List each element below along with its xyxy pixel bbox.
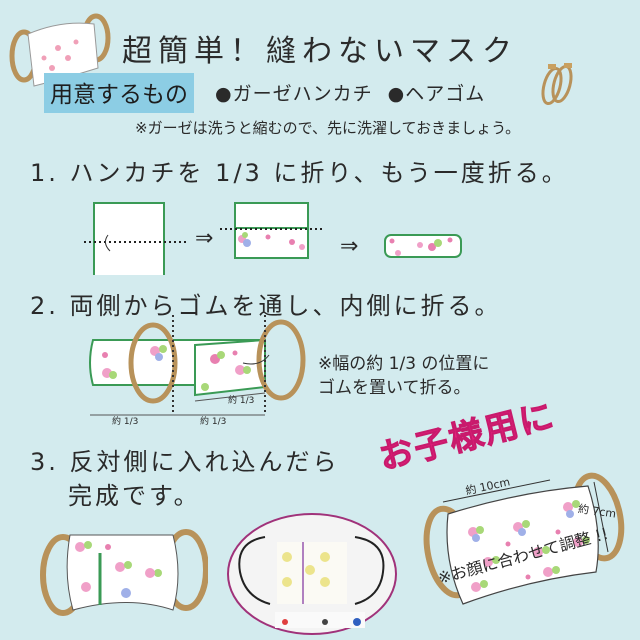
step1-fold-diagram: [84, 202, 462, 275]
arrow-icon: ⇒: [340, 234, 359, 259]
arrow-icon: ⇒: [195, 226, 214, 251]
hair-elastic-icon: [541, 63, 573, 106]
measure-label: 約 1/3: [112, 417, 139, 427]
kids-mask-diagram: [423, 472, 625, 605]
item-gauze-handkerchief: ●ガーゼハンカチ: [215, 83, 373, 105]
step-number: 2.: [30, 292, 59, 320]
page-title: 超簡単！縫わないマスク: [122, 34, 518, 69]
step2-elastic-diagram: [89, 315, 306, 416]
kids-headline: お子様用に: [375, 395, 560, 479]
step-number: 1.: [30, 159, 59, 187]
step-2: 2. 両側からゴムを通し、内側に折る。: [30, 286, 502, 321]
step-3: 3. 反対側に入れ込んだら 完成です。: [30, 445, 340, 513]
step-1: 1. ハンカチを 1/3 に折り、もう一度折る。: [30, 153, 569, 188]
note-line: ※幅の約 1/3 の位置に: [318, 354, 490, 374]
mask-photo: [227, 513, 397, 635]
preparation-items: ●ガーゼハンカチ ●ヘアゴム: [215, 79, 485, 106]
step-text: 反対側に入れ込んだら: [69, 448, 340, 476]
step-text: 両側からゴムを通し、内側に折る。: [69, 292, 502, 320]
step2-note: ※幅の約 1/3 の位置に ゴムを置いて折る。: [318, 352, 489, 400]
preparation-label: 用意するもの: [44, 73, 194, 113]
step-text-continued: 完成です。: [68, 482, 201, 510]
note-line: ゴムを置いて折る。: [318, 378, 471, 398]
measure-label: 約 1/3: [228, 396, 255, 406]
finished-mask-diagram: [40, 529, 208, 616]
measure-label: 約 1/3: [200, 417, 227, 427]
preparation-note: ※ガーゼは洗うと縮むので、先に洗濯しておきましょう。: [135, 119, 521, 137]
item-hair-elastic: ●ヘアゴム: [387, 83, 486, 105]
step-text: ハンカチを 1/3 に折り、もう一度折る。: [69, 159, 569, 187]
step-number: 3.: [30, 448, 59, 476]
